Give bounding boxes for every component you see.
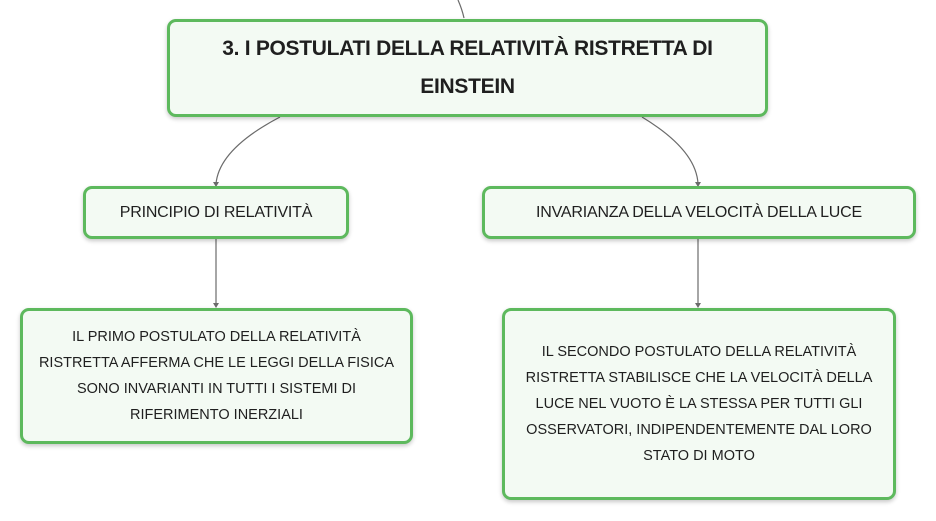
root-node-label: 3. I POSTULATI DELLA RELATIVITÀ RISTRETT… (222, 37, 713, 98)
detail-node-primo-postulato-text: IL PRIMO POSTULATO DELLA RELATIVITÀ RIST… (38, 329, 395, 423)
arrowhead-invarianza-detail (695, 303, 701, 308)
connector-from-parent (457, 0, 465, 19)
detail-node-secondo-postulato[interactable]: IL SECONDO POSTULATO DELLA RELATIVITÀ RI… (502, 308, 896, 500)
detail-node-secondo-postulato-text: IL SECONDO POSTULATO DELLA RELATIVITÀ RI… (525, 344, 873, 464)
arrowhead-principio (213, 182, 219, 187)
connector-root-to-principio (215, 116, 281, 185)
topic-node-principio-label: PRINCIPIO DI RELATIVITÀ (119, 203, 313, 221)
topic-node-invarianza[interactable]: INVARIANZA DELLA VELOCITÀ DELLA LUCE (482, 186, 916, 239)
topic-node-principio[interactable]: PRINCIPIO DI RELATIVITÀ (83, 186, 349, 239)
connector-root-to-invarianza (641, 116, 699, 185)
topic-node-invarianza-label: INVARIANZA DELLA VELOCITÀ DELLA LUCE (536, 203, 862, 221)
arrowhead-principio-detail (213, 303, 219, 308)
detail-node-primo-postulato[interactable]: IL PRIMO POSTULATO DELLA RELATIVITÀ RIST… (20, 308, 413, 444)
arrowhead-invarianza (695, 182, 701, 187)
root-node[interactable]: 3. I POSTULATI DELLA RELATIVITÀ RISTRETT… (167, 19, 768, 117)
